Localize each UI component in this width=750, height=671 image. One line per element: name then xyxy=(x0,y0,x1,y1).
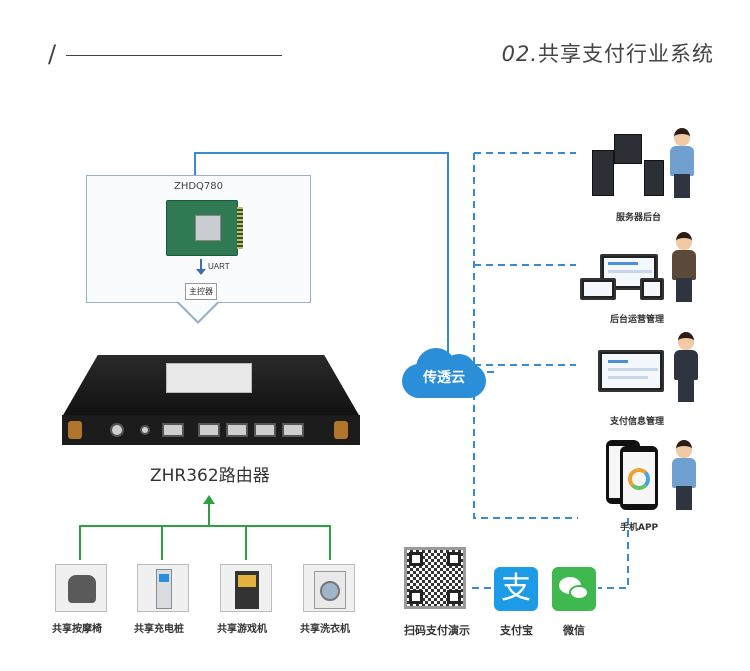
server-tower-icon xyxy=(644,160,664,196)
antenna-right-icon xyxy=(334,421,348,439)
module-model: ZHDQ780 xyxy=(173,181,224,192)
server-rack-icon xyxy=(614,134,642,164)
device-label-charging-pile: 共享充电桩 xyxy=(134,624,184,635)
pcb-module-icon xyxy=(166,200,243,256)
lan4-port-icon xyxy=(198,423,220,437)
charging-pile-icon xyxy=(137,564,189,612)
payment-label-alipay: 支付宝 xyxy=(500,624,533,637)
device-label-arcade-machine: 共享游戏机 xyxy=(217,624,267,635)
node-label-app: 手机APP xyxy=(620,523,659,533)
lan3-port-icon xyxy=(226,423,248,437)
cloud-label: 传透云 xyxy=(423,370,465,386)
pin-header-icon xyxy=(237,207,243,249)
main-controller-box: 主控器 xyxy=(185,283,217,300)
wechat-icon xyxy=(552,567,596,611)
device-label-washing-machine: 共享洗衣机 xyxy=(300,624,350,635)
devices-router-link xyxy=(79,525,331,560)
node-label-server: 服务器后台 xyxy=(616,213,662,223)
router-arrow-head xyxy=(203,495,215,504)
app-payment-link xyxy=(598,518,629,589)
antenna-left-icon xyxy=(68,421,82,439)
reset-button-icon xyxy=(140,425,150,435)
callout-pointer-fill xyxy=(178,301,218,321)
payment-label-qr: 扫码支付演示 xyxy=(404,624,470,637)
monitor-icon xyxy=(598,350,664,392)
node-label-payinfo: 支付信息管理 xyxy=(610,417,665,427)
qr-code-icon xyxy=(404,547,466,609)
page-title: 02.共享支付行业系统 xyxy=(502,38,714,68)
payment-label-wechat: 微信 xyxy=(563,624,585,637)
server-icon xyxy=(592,150,614,196)
header-slash: / xyxy=(48,40,57,68)
power-port-icon xyxy=(110,423,124,437)
phone-front-icon xyxy=(620,446,658,510)
router-front-panel xyxy=(62,415,360,445)
uart-label: UART xyxy=(208,262,230,271)
title-text: 共享支付行业系统 xyxy=(538,42,714,66)
alipay-icon: 支 xyxy=(494,567,538,611)
lan2-port-icon xyxy=(254,423,276,437)
cloud-services-link xyxy=(473,153,578,519)
router-sticker xyxy=(166,363,252,393)
router-image xyxy=(62,355,360,447)
title-number: 02. xyxy=(501,42,538,66)
washing-machine-icon xyxy=(303,564,355,612)
module-callout: ZHDQ780 UART 主控器 xyxy=(86,175,311,303)
module-cloud-link xyxy=(194,152,449,355)
header-rule xyxy=(66,55,282,56)
router-label: ZHR362路由器 xyxy=(150,466,270,486)
lan1-port-icon xyxy=(282,423,304,437)
node-label-ops: 后台运营管理 xyxy=(610,315,665,325)
tablet-icon xyxy=(640,278,664,300)
laptop-icon xyxy=(580,278,616,300)
chip-icon xyxy=(195,215,221,241)
uart-arrow xyxy=(200,259,202,271)
cloud-icon: 传透云 xyxy=(394,342,494,402)
device-label-massage-chair: 共享按摩椅 xyxy=(52,624,102,635)
wan-port-icon xyxy=(162,423,184,437)
massage-chair-icon xyxy=(55,564,107,612)
uart-arrow-head xyxy=(196,269,206,275)
arcade-machine-icon xyxy=(220,564,272,612)
